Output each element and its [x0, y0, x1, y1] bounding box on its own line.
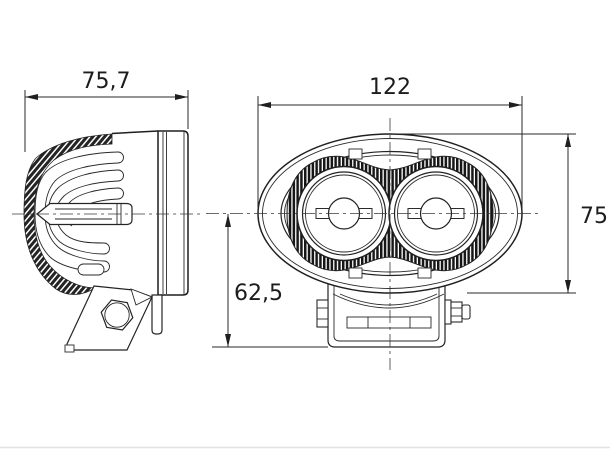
dimension-center-to-bottom: 62,5	[212, 214, 328, 348]
dimension-label-center-to-bottom: 62,5	[234, 281, 283, 306]
dimension-label-front-width: 122	[369, 75, 411, 100]
bracket-left-bolt	[316, 299, 329, 328]
side-hex-bolt	[100, 299, 134, 331]
front-view	[206, 118, 540, 370]
right-reflector	[388, 165, 484, 262]
dimension-side-width: 75,7	[24, 69, 189, 152]
housing-top-edge	[111, 130, 159, 135]
lens-rim-slab	[157, 130, 189, 296]
dimension-label-side-width: 75,7	[82, 69, 131, 94]
side-view	[12, 130, 204, 353]
bracket-right-bolt	[444, 299, 471, 325]
side-mounting-bracket	[64, 285, 154, 353]
bezel-notches	[348, 148, 432, 279]
dimension-label-front-height: 75	[580, 204, 608, 229]
dimension-front-width: 122	[257, 75, 523, 208]
rim-bottom-tab	[151, 294, 163, 335]
front-mounting-bracket	[316, 280, 471, 348]
dimension-front-height: 75	[392, 133, 608, 294]
